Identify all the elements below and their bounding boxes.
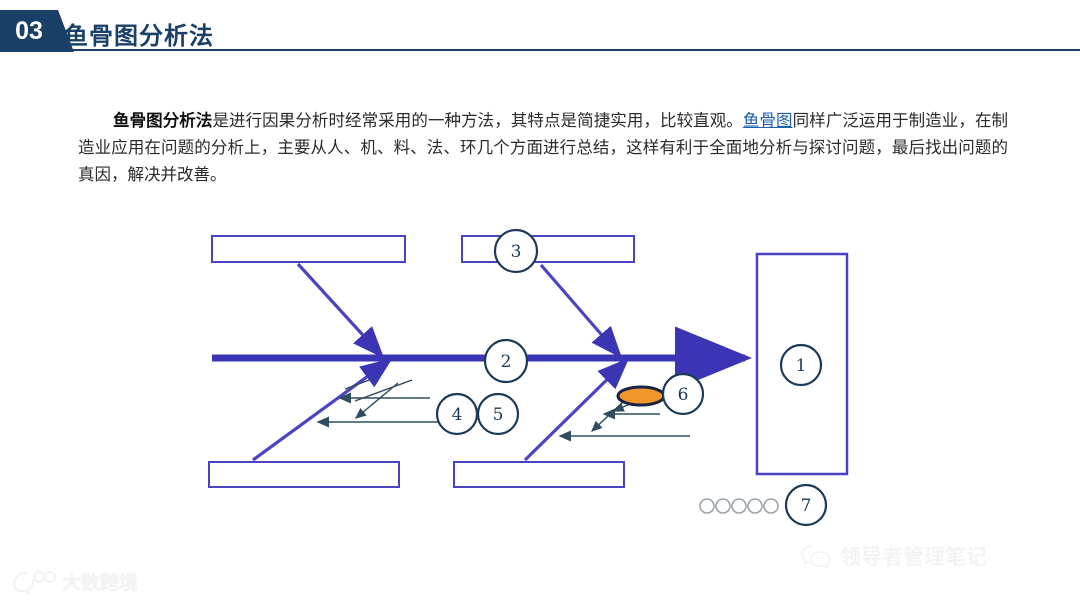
- callout-2[interactable]: 2: [483, 338, 529, 384]
- callout-1-label: 1: [796, 356, 807, 376]
- dot-4: [747, 498, 763, 514]
- fishbone-link[interactable]: 鱼骨图: [742, 111, 793, 130]
- dot-group: [699, 498, 779, 514]
- body-paragraph: 鱼骨图分析法是进行因果分析时经常采用的一种方法，其特点是简捷实用，比较直观。鱼骨…: [78, 107, 1008, 188]
- sub-bone-left-upper-branch-b: [344, 378, 373, 390]
- dot-3: [731, 498, 747, 514]
- callout-5-label: 5: [493, 405, 504, 425]
- box-top-left[interactable]: [211, 235, 406, 263]
- callout-3-label: 3: [511, 242, 522, 262]
- box-bottom-right[interactable]: [453, 461, 625, 488]
- bone-bottom-right: [523, 357, 630, 462]
- callout-7[interactable]: 7: [784, 483, 828, 527]
- bone-bottom-left: [252, 358, 393, 462]
- wechat-icon: [801, 545, 831, 569]
- page-title: 鱼骨图分析法: [64, 22, 214, 50]
- callout-6[interactable]: 6: [661, 372, 705, 416]
- watermark: 领导者管理笔记: [800, 541, 1060, 575]
- page-header: 03 鱼骨图分析法: [0, 0, 1080, 56]
- highlight-ellipse[interactable]: [616, 385, 666, 407]
- section-number: 03: [15, 17, 43, 45]
- sub-bone-left-lower-branch: [354, 382, 399, 419]
- callout-7-label: 7: [801, 496, 812, 516]
- fishbone-diagram: 1 2 3 4 5 6 7: [0, 215, 1080, 535]
- bone-top-left: [296, 262, 385, 359]
- sub-bone-left-upper-branch-a: [354, 379, 413, 402]
- header-divider: [60, 49, 1080, 51]
- callout-1[interactable]: 1: [779, 343, 823, 387]
- callout-5[interactable]: 5: [476, 392, 520, 436]
- site-logo-text: 大数跨境: [62, 572, 139, 594]
- callout-4-label: 4: [452, 405, 463, 425]
- box-top-right[interactable]: [461, 235, 635, 263]
- bone-top-right: [539, 263, 623, 359]
- callout-4[interactable]: 4: [435, 392, 479, 436]
- brand-mark-icon: [12, 570, 57, 595]
- dot-1: [699, 498, 715, 514]
- box-bottom-left[interactable]: [208, 461, 400, 488]
- dot-5: [763, 498, 779, 514]
- paragraph-text-1: 是进行因果分析时经常采用的一种方法，其特点是简捷实用，比较直观。: [212, 111, 743, 130]
- site-logo: 大数跨境: [8, 563, 158, 601]
- callout-6-label: 6: [678, 385, 689, 405]
- paragraph-text-2: 同样广泛运用于制造业，在制造业应用在问题的分析上，主要从人、机、料、法、环几个方…: [78, 111, 1009, 184]
- callout-3[interactable]: 3: [493, 228, 539, 274]
- dot-2: [715, 498, 731, 514]
- watermark-text: 领导者管理笔记: [840, 545, 987, 569]
- callout-2-label: 2: [501, 352, 512, 372]
- paragraph-lead: 鱼骨图分析法: [113, 111, 213, 130]
